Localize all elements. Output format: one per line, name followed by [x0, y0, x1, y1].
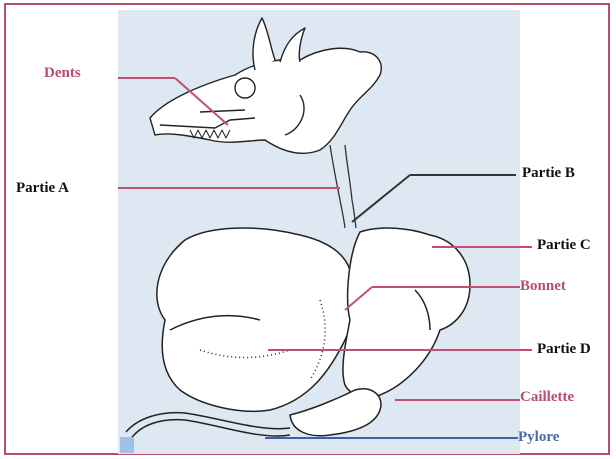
- label-partie-c: Partie C: [537, 236, 591, 254]
- label-pylore: Pylore: [518, 428, 559, 446]
- blue-marker: [120, 437, 134, 453]
- stomach-drawing: [126, 228, 470, 440]
- label-partie-a: Partie A: [16, 179, 69, 197]
- label-caillette: Caillette: [520, 388, 574, 406]
- esophagus-drawing: [330, 145, 356, 228]
- label-partie-b: Partie B: [522, 164, 575, 182]
- label-dents: Dents: [44, 64, 81, 82]
- label-partie-d: Partie D: [537, 340, 591, 358]
- partie-b-leader: [352, 175, 410, 222]
- label-bonnet: Bonnet: [520, 277, 566, 295]
